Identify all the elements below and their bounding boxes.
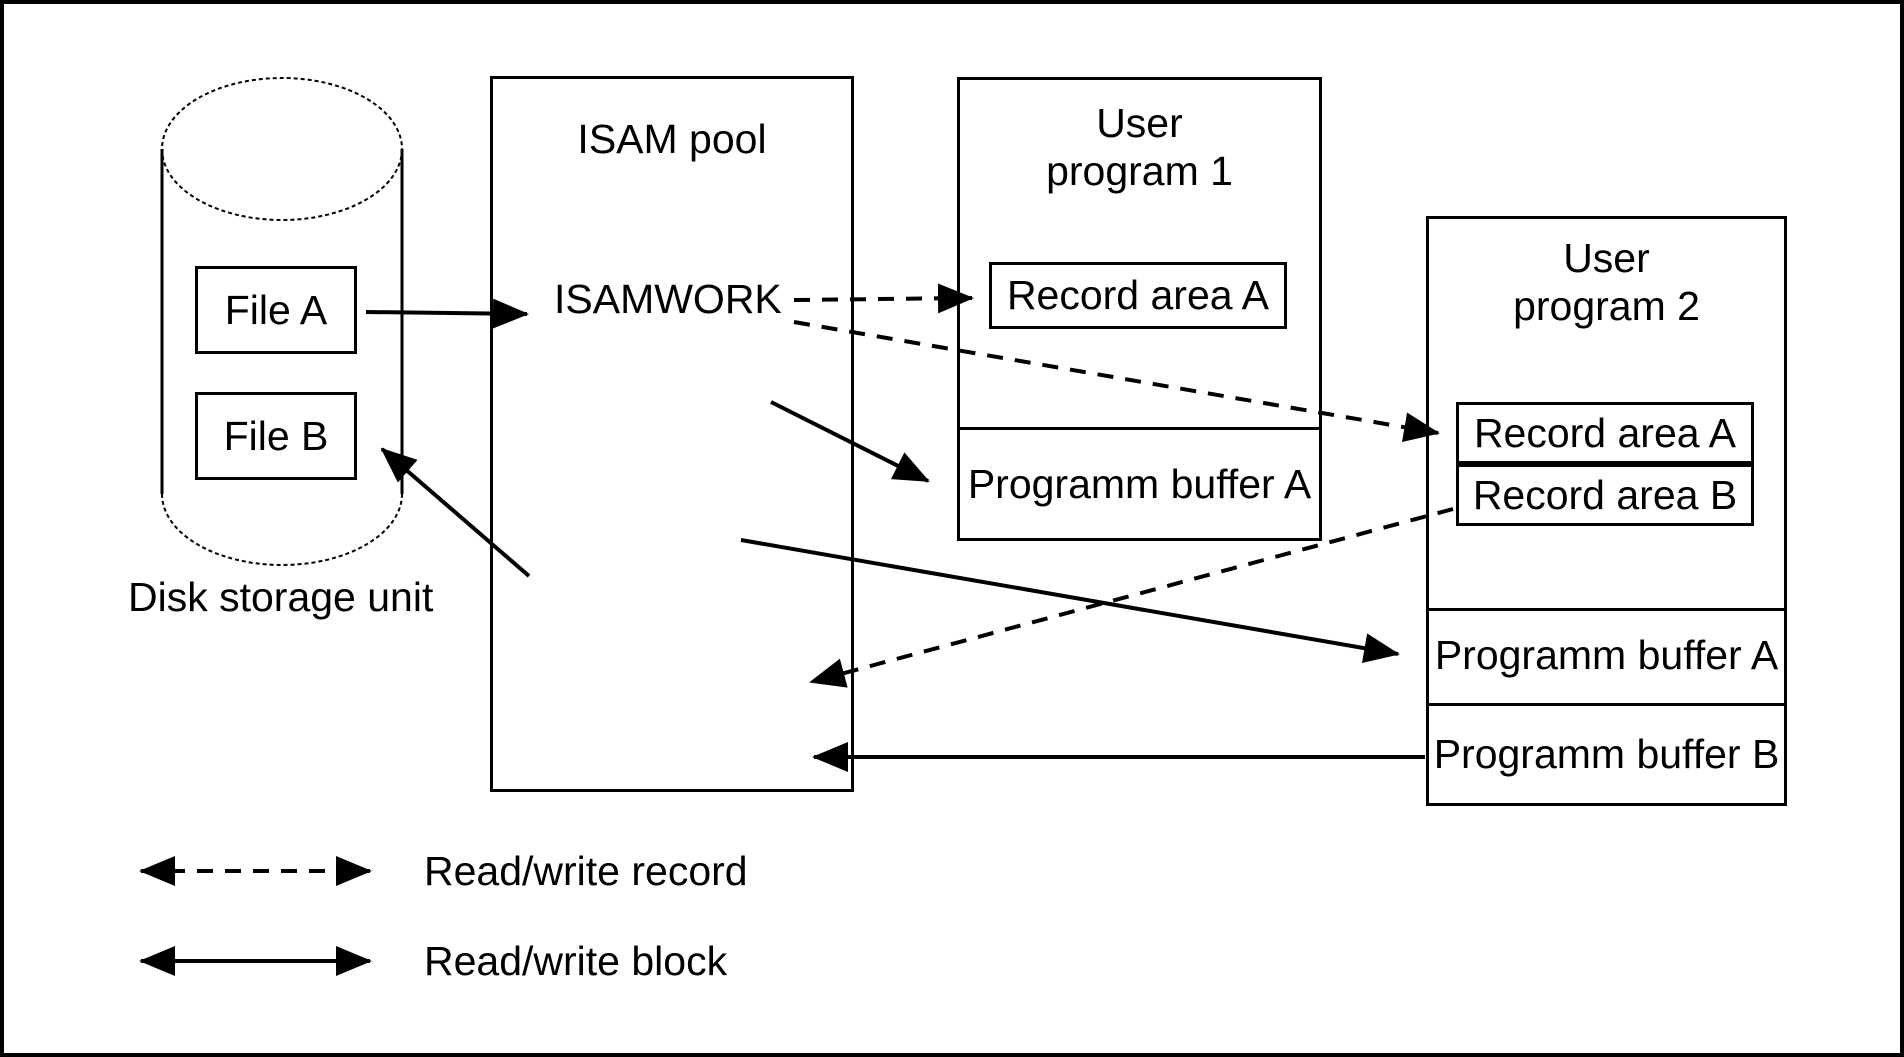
user-program-1-title-line2: program 1 [1046, 148, 1233, 195]
user-program-1-title: User program 1 [957, 99, 1322, 196]
up2-buffer-a-divider [1426, 608, 1787, 611]
up2-program-buffer-a-label: Programm buffer A [1434, 632, 1779, 678]
isam-pool-box [490, 76, 854, 792]
up1-program-buffer-a-label: Programm buffer A [967, 460, 1312, 507]
disk-cylinder-top-ellipse [161, 77, 403, 221]
file-b-label: File B [223, 412, 329, 459]
up1-record-area-a-label: Record area A [1006, 272, 1270, 318]
user-program-2-title: User program 2 [1426, 234, 1787, 331]
up2-record-area-a-label: Record area A [1473, 409, 1737, 456]
isamwork-label: ISAMWORK [554, 276, 782, 322]
user-program-1-title-line1: User [1096, 100, 1183, 146]
user-program-2-title-line1: User [1563, 235, 1650, 281]
disk-storage-unit-label: Disk storage unit [128, 574, 434, 620]
user-program-2-title-line2: program 2 [1513, 283, 1700, 330]
isam-pool-title: ISAM pool [577, 116, 767, 162]
file-b-box: File B [195, 392, 357, 480]
legend-read-write-block-label: Read/write block [424, 937, 728, 984]
up2-buffer-b-divider [1426, 703, 1787, 706]
file-a-box: File A [195, 266, 357, 354]
legend-read-write-record-label: Read/write record [424, 847, 748, 894]
up2-record-area-a-box: Record area A [1456, 402, 1754, 464]
up2-record-area-b-box: Record area B [1456, 464, 1754, 526]
up2-record-area-b-label: Record area B [1472, 471, 1738, 518]
up2-program-buffer-b-label: Programm buffer B [1433, 731, 1780, 777]
up1-record-area-a-box: Record area A [989, 262, 1287, 329]
file-a-label: File A [224, 286, 328, 333]
disk-cylinder-bottom-arc [161, 493, 403, 566]
